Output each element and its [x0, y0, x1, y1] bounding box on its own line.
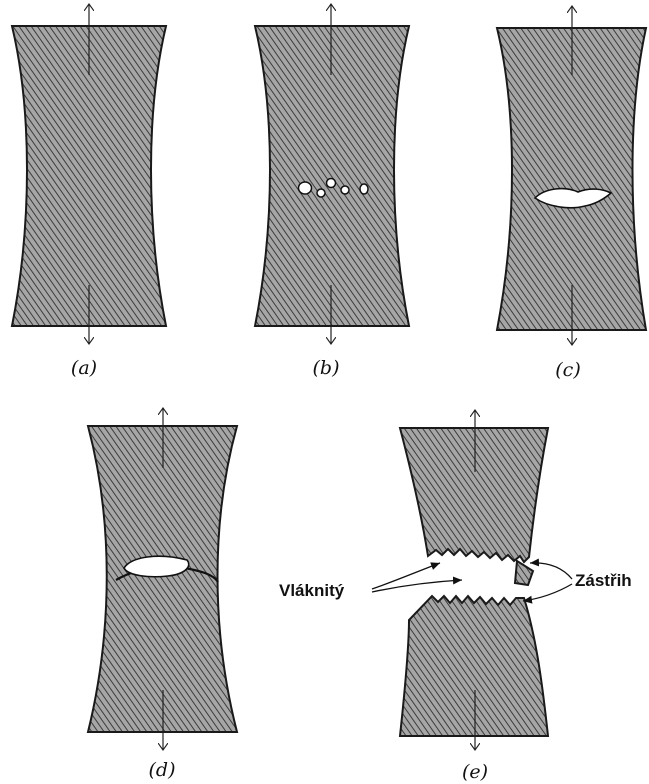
panel-e: (e) Vláknitý Zástřih — [279, 410, 632, 783]
leader-fibrous-1 — [372, 563, 440, 589]
panel-b: (b) — [255, 4, 409, 379]
leader-fibrous-2 — [372, 580, 462, 592]
panel-c: (c) — [497, 6, 646, 381]
caption-a: (a) — [71, 357, 97, 379]
void-b-5 — [360, 184, 368, 194]
caption-c: (c) — [555, 359, 580, 381]
void-b-4 — [341, 186, 349, 194]
void-b-1 — [299, 182, 312, 194]
panel-d: (d) — [88, 408, 237, 781]
lip-e-right — [515, 561, 533, 585]
caption-d: (d) — [149, 759, 176, 781]
specimen-b — [255, 26, 409, 326]
panel-a: (a) — [12, 4, 166, 379]
caption-b: (b) — [313, 357, 340, 379]
caption-e: (e) — [462, 761, 488, 783]
leader-shear-2 — [523, 584, 572, 601]
label-shear-lip: Zástřih — [575, 571, 632, 590]
leader-shear-1 — [530, 563, 572, 579]
specimen-e-lower — [400, 596, 548, 736]
specimen-e-upper — [400, 428, 548, 562]
void-b-3 — [327, 179, 336, 188]
void-b-2 — [317, 189, 325, 197]
label-fibrous: Vláknitý — [279, 581, 345, 600]
